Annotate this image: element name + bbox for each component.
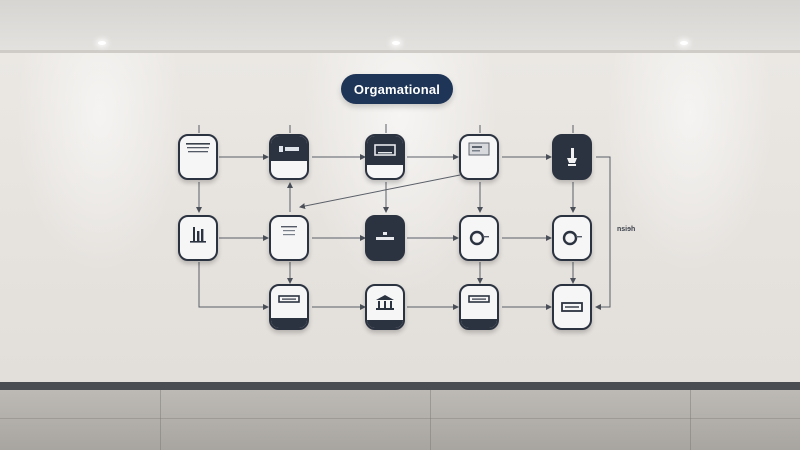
node-base <box>271 317 307 328</box>
floor <box>0 390 800 450</box>
connector-arrow <box>198 262 269 310</box>
side-label: nsiɘh <box>617 226 636 233</box>
building-icon <box>367 286 403 318</box>
tray-icon <box>461 286 497 311</box>
downlight-2 <box>392 41 400 45</box>
downlight-1 <box>98 41 106 45</box>
document-icon <box>271 217 307 246</box>
org-node-r1c2 <box>269 134 309 180</box>
card-icon <box>461 136 497 161</box>
org-node-r1c1 <box>178 134 218 180</box>
monitor-icon <box>367 136 403 166</box>
org-node-r3c4 <box>459 284 499 330</box>
org-node-r1c3 <box>365 134 405 180</box>
org-node-r1c5 <box>552 134 592 180</box>
tray-icon <box>554 286 590 328</box>
badge-icon <box>367 217 403 259</box>
text-lines-icon <box>180 136 216 161</box>
org-node-r3c3 <box>365 284 405 330</box>
title-badge: Orgamational <box>341 74 453 104</box>
downlight-3 <box>680 41 688 45</box>
floor-seam <box>430 390 431 450</box>
org-node-r3c2 <box>269 284 309 330</box>
floor-seam <box>690 390 691 450</box>
tray-icon <box>271 286 307 311</box>
connector-arrow <box>595 156 611 310</box>
chart-icon <box>180 217 216 251</box>
org-node-r2c3 <box>365 215 405 261</box>
ceiling <box>0 0 800 52</box>
node-base <box>367 320 403 328</box>
org-node-r3c5 <box>552 284 592 330</box>
org-node-r2c1 <box>178 215 218 261</box>
label-icon <box>271 136 307 162</box>
floor-seam <box>0 418 800 419</box>
org-node-r2c2 <box>269 215 309 261</box>
org-node-r2c4 <box>459 215 499 261</box>
org-node-r2c5 <box>552 215 592 261</box>
org-node-r1c4 <box>459 134 499 180</box>
ceiling-edge <box>0 50 800 53</box>
node-base <box>271 161 307 178</box>
connector-arrow <box>299 174 461 209</box>
baseboard <box>0 382 800 390</box>
floor-seam <box>160 390 161 450</box>
node-base <box>461 318 497 328</box>
circle-letter-icon <box>554 217 590 259</box>
circle-letter-icon <box>461 217 497 259</box>
trophy-icon <box>554 136 590 178</box>
